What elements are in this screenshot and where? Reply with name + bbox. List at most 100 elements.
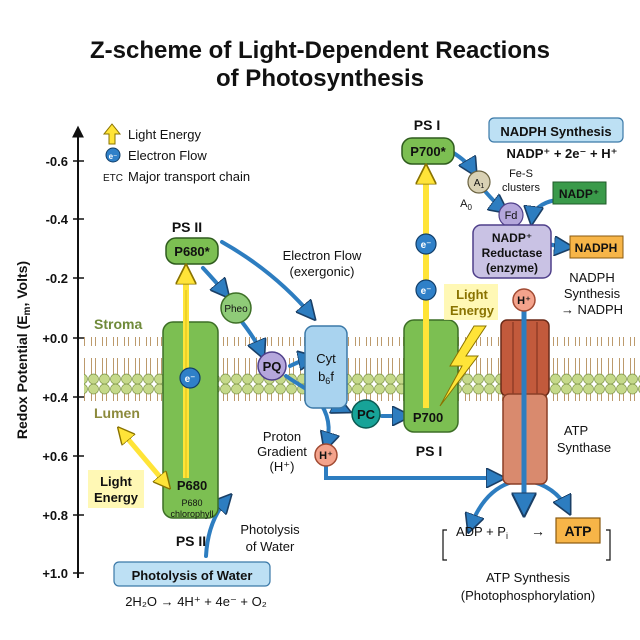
atp-arrow: →: [531, 523, 545, 539]
atp-box: [555, 517, 601, 544]
proton-gradient-2: Gradient: [257, 444, 307, 459]
photolysis-equation: 2H₂O → 4H⁺ + 4e⁻ + O₂: [125, 594, 267, 609]
y-axis-label-part-2: , Volts): [14, 261, 30, 307]
fd-label: Fd: [505, 210, 518, 222]
adp-sub: i: [506, 531, 508, 541]
plastoquinone: PQ: [257, 351, 287, 381]
nadp-reductase: NADP⁺ Reductase (enzyme): [472, 224, 552, 279]
photosystem-ii: PS II P680* e⁻ P680 P680 chlorophyll PS …: [162, 219, 219, 549]
title-line-1: Z-scheme of Light-Dependent Reactions: [90, 37, 550, 64]
legend-light-energy: Light Energy: [128, 127, 201, 142]
ps1-label-bottom: PS I: [416, 443, 442, 459]
ps2-label-top: PS II: [172, 219, 202, 235]
pc-circle: [351, 399, 381, 429]
y-tick-label: +0.0: [42, 331, 68, 346]
stroma-label: Stroma: [94, 316, 142, 332]
synthase-h-circle: [512, 288, 536, 312]
cytochrome-b6f: Cyt b6f: [304, 325, 348, 409]
photolysis-box: Photolysis of Water 2H₂O → 4H⁺ + 4e⁻ + O…: [113, 561, 271, 609]
electron-legend-icon: [105, 147, 121, 163]
atp-box-label: ATP: [565, 523, 592, 539]
arrow-photolysis: [204, 498, 228, 558]
p680-chl-line-1: P680: [181, 498, 202, 508]
light-left-line-1: Light: [100, 474, 132, 489]
a1-sub: 1: [480, 183, 484, 190]
cyt-sub: 6: [325, 376, 330, 386]
p680-label: P680: [177, 478, 207, 493]
arrow-h-to-synthase: [324, 464, 500, 478]
arrow-p700star-to-a1: [450, 150, 474, 172]
p700-label: P700: [413, 410, 443, 425]
a1-label: A1: [474, 178, 485, 190]
arrow-p680star-to-cyt: [220, 240, 312, 316]
atp-synthesis-2: (Photophosphorylation): [461, 588, 595, 603]
y-tick-label: +0.6: [42, 449, 68, 464]
lightning-bolt: [439, 325, 487, 407]
cyt-line-1: Cyt: [316, 351, 336, 366]
pheo-label: Pheo: [224, 304, 248, 315]
reductase-line-3: (enzyme): [486, 261, 538, 275]
ps2-complex: [162, 321, 219, 519]
light-left-line-2: Energy: [94, 490, 139, 505]
h-lumen-circle: [314, 443, 338, 467]
cyt-f: f: [330, 369, 334, 384]
a0-sub: 0: [467, 203, 472, 212]
cyt-b: b: [318, 369, 325, 384]
atp-reaction: ADP + Pi → ATP: [442, 517, 611, 561]
p680-chl-line-2: chlorophyll: [170, 509, 213, 519]
proton-lumen: H⁺: [314, 443, 338, 467]
pheo-circle: [220, 292, 252, 324]
ps2-label-bottom: PS II: [176, 533, 206, 549]
a0-letter: A: [460, 198, 468, 210]
reductase-box: [472, 224, 552, 279]
ps1-label-top: PS I: [414, 117, 440, 133]
y-tick-label: -0.4: [46, 212, 69, 227]
nadp-box-label: NADP⁺: [559, 187, 599, 201]
light-right-box: [444, 284, 498, 320]
atp-bracket: [442, 529, 611, 561]
photolysis-label-box: [113, 561, 271, 587]
synthase-h-label: H⁺: [517, 295, 531, 307]
light-energy-right: Light Energy: [439, 284, 498, 407]
nadph-note-2: Synthesis: [564, 286, 621, 301]
reductase-line-2: Reductase: [482, 246, 543, 260]
fes-line-1: Fe-S: [509, 168, 533, 180]
nadph-panel: NADPH Synthesis NADP⁺ + 2e⁻ + H⁺ NADP⁺ N…: [488, 117, 624, 317]
photolysis-note-2: of Water: [246, 539, 295, 554]
arrow-p680star-to-pheo: [201, 266, 226, 294]
adp-label: ADP + Pi: [456, 524, 508, 541]
electron-legend-symbol: e⁻: [109, 152, 118, 161]
y-tick-label: +0.4: [42, 390, 68, 405]
proton-gradient-1: Proton: [263, 429, 301, 444]
y-ticks: -0.6-0.4-0.2+0.0+0.4+0.6+0.8+1.0: [42, 154, 84, 581]
nadph-equation: NADP⁺ + 2e⁻ + H⁺: [507, 146, 618, 161]
y-tick-label: -0.2: [46, 271, 68, 286]
nadph-box-label: NADPH: [575, 241, 618, 255]
arrow-nadp-to-reductase: [532, 198, 558, 220]
legend-etc-tag: ETC: [103, 173, 123, 184]
y-tick-label: -0.6: [46, 154, 68, 169]
y-tick-label: +1.0: [42, 566, 68, 581]
h-lumen-label: H⁺: [319, 450, 333, 462]
nadph-note-3: → NADPH: [561, 302, 623, 317]
ps1-electron-icon-1: [415, 233, 437, 255]
p680-star-label: P680*: [174, 244, 210, 259]
y-axis-label-sub: m: [22, 306, 33, 315]
atp-synthesis-1: ATP Synthesis: [486, 570, 571, 585]
nadp-box: [552, 181, 607, 205]
y-axis-label: Redox Potential (Em, Volts): [14, 261, 33, 439]
synthase-line-1: ATP: [564, 423, 588, 438]
photosystem-i: PS I P700* e⁻ e⁻ P700 PS I: [401, 117, 459, 459]
proton-gradient-3: (H⁺): [270, 459, 295, 474]
y-axis: -0.6-0.4-0.2+0.0+0.4+0.6+0.8+1.0 Redox P…: [14, 125, 84, 581]
adp-text: ADP + P: [456, 524, 506, 539]
arrow-pheo-to-pq: [240, 320, 262, 354]
nadph-note-1: NADPH: [569, 270, 615, 285]
pq-circle: [257, 351, 287, 381]
light-left-box: [88, 470, 144, 508]
legend-electron-flow: Electron Flow: [128, 148, 207, 163]
fes-line-2: clusters: [502, 182, 540, 194]
title-line-2: of Photosynthesis: [216, 65, 424, 92]
light-right-line-2: Energy: [450, 303, 495, 318]
